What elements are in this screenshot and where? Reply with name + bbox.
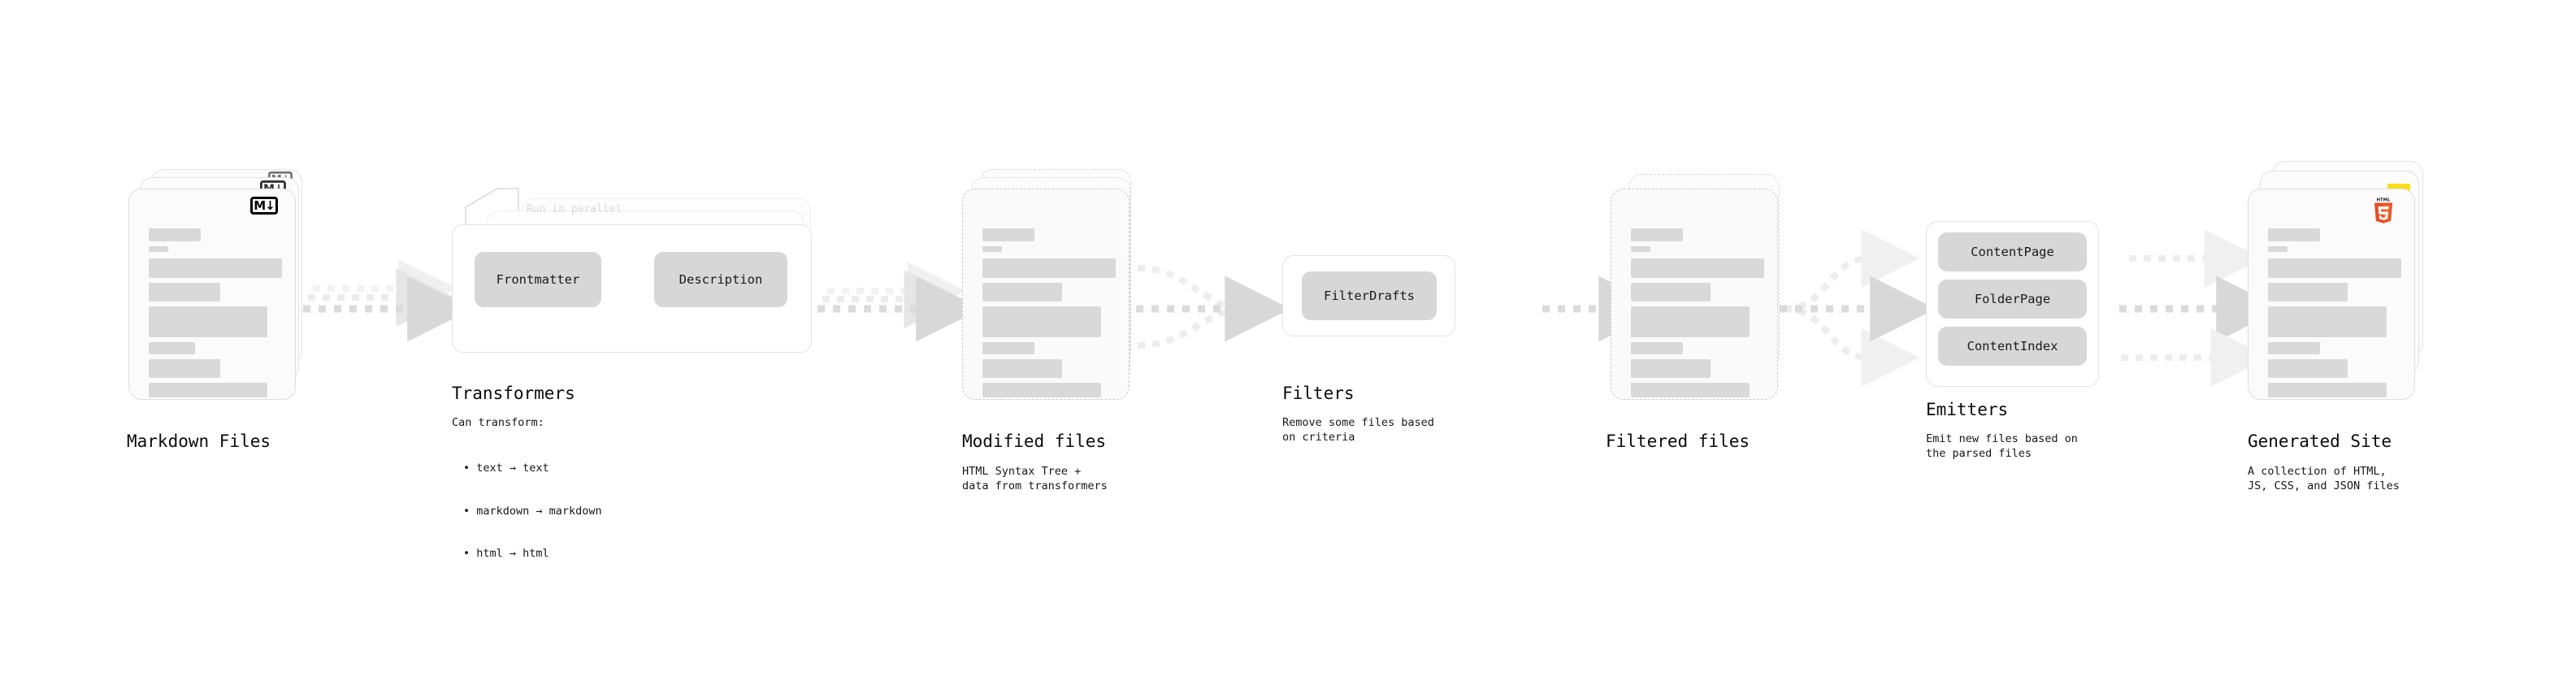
filtered-card-front [1611, 189, 1778, 400]
skeleton-bar [2268, 359, 2348, 378]
arrow-emitters-to-site [2119, 229, 2283, 387]
skeleton-bar [1631, 383, 1750, 397]
bullet-item: • html → html [463, 547, 549, 561]
skeleton-bar [2268, 283, 2348, 301]
skeleton-bar [149, 246, 168, 252]
run-in-parallel-label: Run in parallel [527, 203, 622, 215]
skeleton-bar [982, 306, 1101, 337]
transformer-chip-description[interactable]: Description [654, 252, 787, 307]
transformers-bullet-list: • text → text • markdown → markdown • ht… [463, 433, 602, 590]
stage-markdown-files: M↓ M↓ M↓ [128, 169, 315, 429]
stage-generated-site: CSS HTML [2248, 161, 2443, 429]
bullet-item: • text → text [463, 462, 549, 475]
skeleton-bar [982, 283, 1062, 301]
stage-desc-filters: Remove some files based on criteria [1282, 416, 1434, 444]
skeleton-bar [149, 228, 201, 241]
stage-filters: FilterDrafts [1282, 255, 1469, 369]
skeleton-bar [149, 258, 282, 278]
svg-text:HTML: HTML [2377, 198, 2391, 203]
bullet-item: • markdown → markdown [463, 504, 602, 518]
skeleton-bar [149, 359, 220, 378]
stage-desc-modified-files: HTML Syntax Tree + data from transformer… [962, 465, 1108, 492]
stage-filtered-files [1611, 169, 1798, 429]
stage-desc-transformers: Can transform: [452, 416, 544, 429]
markdown-card-front [128, 189, 296, 400]
stage-emitters: ContentPage FolderPage ContentIndex [1926, 221, 2121, 400]
stage-title-transformers: Transformers [452, 384, 575, 403]
skeleton-bar [1631, 258, 1764, 278]
skeleton-bar [982, 258, 1116, 278]
skeleton-bar [2268, 342, 2320, 354]
skeleton-bar [1631, 228, 1683, 241]
emitter-chip-contentindex[interactable]: ContentIndex [1938, 327, 2087, 366]
skeleton-bar [982, 383, 1101, 397]
skeleton-bar [1631, 246, 1650, 252]
stage-title-filters: Filters [1282, 384, 1355, 403]
skeleton-bar [149, 342, 195, 354]
skeleton-bar [149, 283, 220, 301]
skeleton-bar [1631, 342, 1683, 354]
arrow-modified-to-filters [1136, 265, 1291, 349]
skeleton-bar [1631, 306, 1750, 337]
stage-modified-files [962, 169, 1149, 429]
filter-chip-filterdrafts[interactable]: FilterDrafts [1302, 271, 1437, 320]
stage-title-markdown-files: Markdown Files [127, 432, 271, 451]
stage-desc-generated-site: A collection of HTML, JS, CSS, and JSON … [2248, 465, 2400, 492]
skeleton-bar [2268, 383, 2387, 397]
skeleton-bar [1631, 283, 1711, 301]
html5-icon: HTML [2374, 198, 2393, 223]
stage-title-emitters: Emitters [1926, 400, 2009, 419]
markdown-icon: M↓ [250, 197, 278, 215]
skeleton-bar [1631, 359, 1711, 378]
skeleton-bar [2268, 246, 2288, 252]
skeleton-bar [982, 246, 1002, 252]
stage-transformers: Frontmatter Description Frontmatter Desc… [452, 198, 834, 361]
stage-desc-emitters: Emit new files based on the parsed files [1926, 432, 2078, 460]
skeleton-bar [982, 342, 1034, 354]
stage-title-filtered-files: Filtered files [1606, 432, 1750, 451]
skeleton-bar [2268, 228, 2320, 241]
skeleton-bar [149, 306, 267, 337]
arrow-markdown-to-transformers [303, 259, 474, 342]
emitter-chip-folderpage[interactable]: FolderPage [1938, 280, 2087, 319]
emitter-chip-contentpage[interactable]: ContentPage [1938, 232, 2087, 271]
skeleton-bar [149, 383, 267, 397]
stage-title-modified-files: Modified files [962, 432, 1107, 451]
skeleton-bar [2268, 306, 2387, 337]
skeleton-bar [982, 359, 1062, 378]
skeleton-bar [982, 228, 1034, 241]
modified-card-front [962, 189, 1130, 400]
transformer-chip-frontmatter[interactable]: Frontmatter [475, 252, 601, 307]
skeleton-bar [2268, 258, 2401, 278]
stage-title-generated-site: Generated Site [2248, 432, 2392, 451]
site-card-front [2248, 189, 2415, 400]
